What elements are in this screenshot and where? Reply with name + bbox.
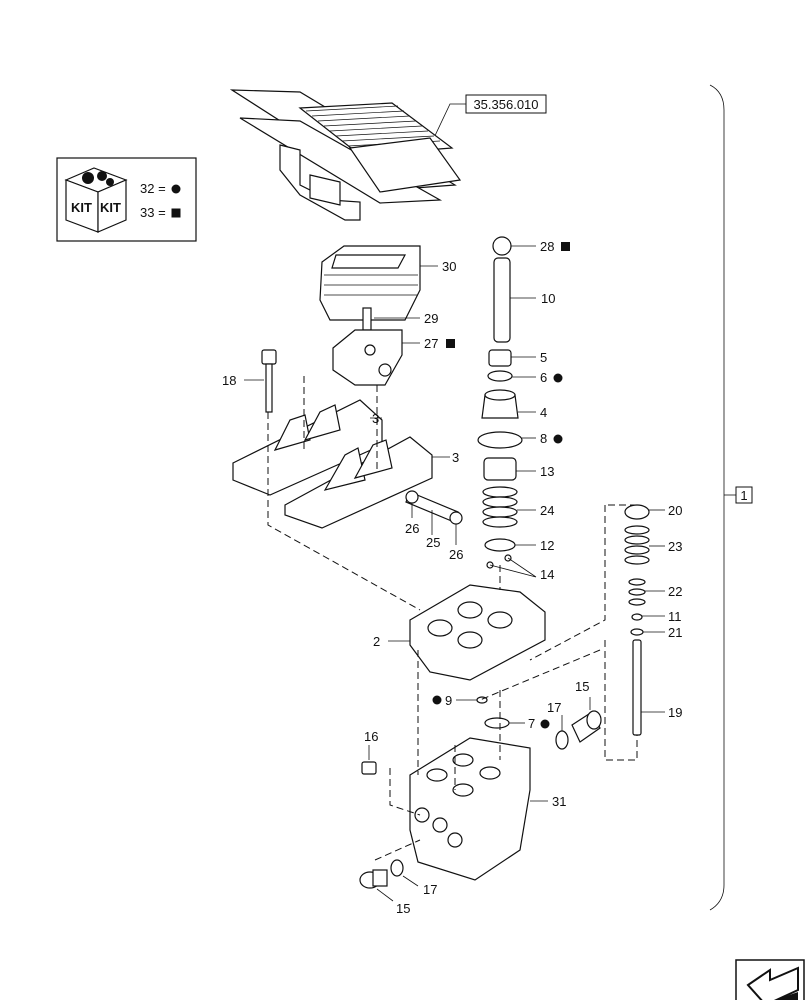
seal-part-6	[487, 370, 513, 382]
callout-15a: 15	[575, 679, 589, 694]
kit-word-right: KIT	[100, 200, 121, 215]
callout-2: 2	[373, 634, 380, 649]
kit-word-left: KIT	[71, 200, 92, 215]
callout-6: 6	[540, 370, 547, 385]
callout-27: 27	[424, 336, 438, 351]
callout-26b: 26	[449, 547, 463, 562]
callout-30: 30	[442, 259, 456, 274]
callout-21: 21	[668, 625, 682, 640]
circle-marker-icon	[553, 373, 563, 383]
circle-marker-icon	[432, 695, 442, 705]
o-ring-part-7	[484, 717, 510, 729]
callout-14: 14	[540, 567, 554, 582]
spring-part-23	[624, 525, 650, 565]
callout-15b: 15	[396, 901, 410, 916]
bolt-part-18	[261, 349, 277, 413]
pin-part-25	[405, 490, 463, 525]
hinge-bracket-part-3-rear	[232, 399, 383, 496]
callout-31: 31	[552, 794, 566, 809]
right-valve-stack	[624, 504, 650, 736]
kit-legend: KIT KIT 32 = 33 =	[56, 157, 197, 242]
kit-entry-32: 32 =	[140, 181, 166, 196]
callout-28: 28	[540, 239, 554, 254]
callout-22: 22	[668, 584, 682, 599]
o-ring-part-17-lower	[390, 859, 404, 877]
bracket-part-27	[332, 329, 403, 386]
circle-marker-icon	[553, 434, 563, 444]
callout-3b: 3	[452, 450, 459, 465]
upper-body-part-2	[409, 584, 546, 681]
callout-18: 18	[222, 373, 236, 388]
callout-11: 11	[668, 609, 682, 624]
plug-part-16	[361, 761, 377, 775]
callout-7: 7	[528, 716, 535, 731]
hinge-bracket-part-3-front	[284, 436, 433, 529]
callout-24: 24	[540, 503, 554, 518]
kit-entry-33: 33 =	[140, 205, 166, 220]
spring-part-22	[628, 578, 646, 606]
circle-marker-icon	[540, 719, 550, 729]
valve-stack	[477, 236, 523, 569]
circle-marker-icon	[171, 184, 181, 194]
callout-3a: 3	[372, 411, 379, 426]
ring-part-21	[630, 628, 644, 636]
cup-part-13	[483, 457, 517, 481]
guide-part-5	[488, 349, 512, 367]
plug-part-15-lower	[359, 869, 388, 889]
washer-part-11	[631, 613, 643, 621]
assembly-lines	[267, 376, 638, 861]
assembly-bracket: 1	[709, 84, 753, 911]
next-page-arrow-icon[interactable]	[735, 959, 805, 1000]
rubber-boot-part-30	[319, 245, 421, 321]
callout-13: 13	[540, 464, 554, 479]
callout-19: 19	[668, 705, 682, 720]
callout-25: 25	[426, 535, 440, 550]
plunger-part-10	[493, 257, 511, 343]
spring-part-24	[482, 486, 518, 528]
pin-part-29	[362, 307, 372, 331]
callout-9: 9	[445, 693, 452, 708]
callout-17a: 17	[547, 700, 561, 715]
callout-20: 20	[668, 503, 682, 518]
square-marker-icon	[561, 242, 570, 251]
callout-29: 29	[424, 311, 438, 326]
callout-5: 5	[540, 350, 547, 365]
callout-4: 4	[540, 405, 547, 420]
kit-box-icon: KIT KIT	[64, 167, 128, 233]
plug-part-15-upper	[571, 710, 602, 743]
o-ring-part-8	[477, 431, 523, 449]
reference-link[interactable]: 35.356.010	[431, 94, 547, 143]
o-ring-part-17-upper	[555, 730, 569, 750]
pedal-assembly	[229, 89, 462, 221]
retainer-part-20	[624, 504, 650, 520]
callout-12: 12	[540, 538, 554, 553]
square-marker-icon	[171, 208, 181, 218]
callout-26a: 26	[405, 521, 419, 536]
callout-16: 16	[364, 729, 378, 744]
callout-17b: 17	[423, 882, 437, 897]
callout-8: 8	[540, 431, 547, 446]
assembly-number: 1	[740, 488, 747, 503]
plunger-part-19	[632, 639, 642, 736]
square-marker-icon	[446, 339, 455, 348]
callouts: 30 29 27 18 3 3 26 25 26 28 10 5 6 4 8	[222, 239, 682, 916]
washer-part-12	[484, 538, 516, 552]
main-block-part-31	[409, 737, 531, 881]
callout-10: 10	[541, 291, 555, 306]
ball-part-28	[492, 236, 512, 256]
callout-23: 23	[668, 539, 682, 554]
reference-number[interactable]: 35.356.010	[473, 97, 538, 112]
